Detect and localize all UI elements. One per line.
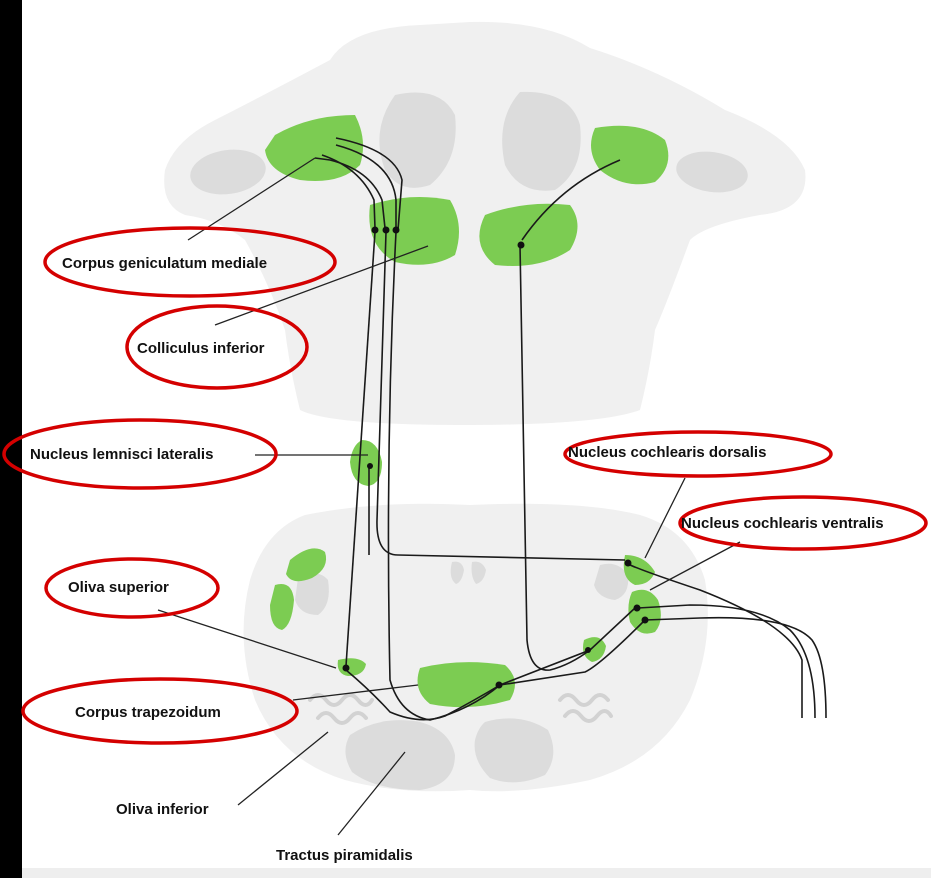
- cochlear-nucleus-small: [583, 637, 606, 662]
- label-corpus-geniculatum-mediale: Corpus geniculatum mediale: [62, 255, 267, 272]
- ring-oliva-superior: [44, 557, 220, 619]
- corpus-geniculatum-mediale-right: [591, 125, 669, 185]
- nucleus-cochlearis-dorsalis-shape: [623, 555, 655, 585]
- nuclei: [265, 115, 669, 708]
- oliva-superior-shape-1: [286, 548, 327, 582]
- label-oliva-inferior: Oliva inferior: [116, 801, 209, 818]
- nucleus-cochlearis-ventralis-shape: [628, 589, 661, 634]
- label-nucleus-cochlearis-dorsalis: Nucleus cochlearis dorsalis: [568, 444, 766, 461]
- ring-colliculus-inferior: [125, 304, 309, 390]
- ring-corpus-geniculatum-mediale: [43, 226, 337, 298]
- corpus-trapezoidum-nucleus: [417, 662, 515, 708]
- colliculus-inferior-right: [479, 203, 578, 266]
- left-border-bar: [0, 0, 22, 878]
- colliculus-inferior-left: [369, 196, 459, 265]
- medulla-silhouette: [243, 503, 708, 792]
- synapse-markers: [342, 226, 649, 689]
- label-nucleus-cochlearis-ventralis: Nucleus cochlearis ventralis: [681, 515, 884, 532]
- labels: Corpus geniculatum mediale Colliculus in…: [30, 255, 884, 864]
- highlight-rings: [2, 226, 928, 745]
- label-oliva-superior: Oliva superior: [68, 579, 169, 596]
- label-corpus-trapezoidum: Corpus trapezoidum: [75, 704, 221, 721]
- ring-corpus-trapezoidum: [21, 677, 299, 745]
- oliva-superior-shape-2: [270, 584, 294, 630]
- ring-nucleus-cochlearis-dorsalis: [563, 430, 833, 478]
- nucleus-lemnisci-lateralis: [350, 440, 382, 486]
- label-nucleus-lemnisci-lateralis: Nucleus lemnisci lateralis: [30, 446, 213, 463]
- label-colliculus-inferior: Colliculus inferior: [137, 340, 265, 357]
- corpus-geniculatum-mediale-left: [265, 115, 364, 181]
- bottom-strip: [22, 868, 931, 878]
- ring-nucleus-cochlearis-ventralis: [678, 495, 928, 551]
- oliva-superior-nucleus: [337, 658, 366, 676]
- auditory-fibers: [314, 137, 827, 721]
- ring-nucleus-lemnisci-lateralis: [2, 418, 278, 490]
- label-tractus-piramidalis: Tractus piramidalis: [276, 847, 413, 864]
- leader-lines: [157, 157, 741, 836]
